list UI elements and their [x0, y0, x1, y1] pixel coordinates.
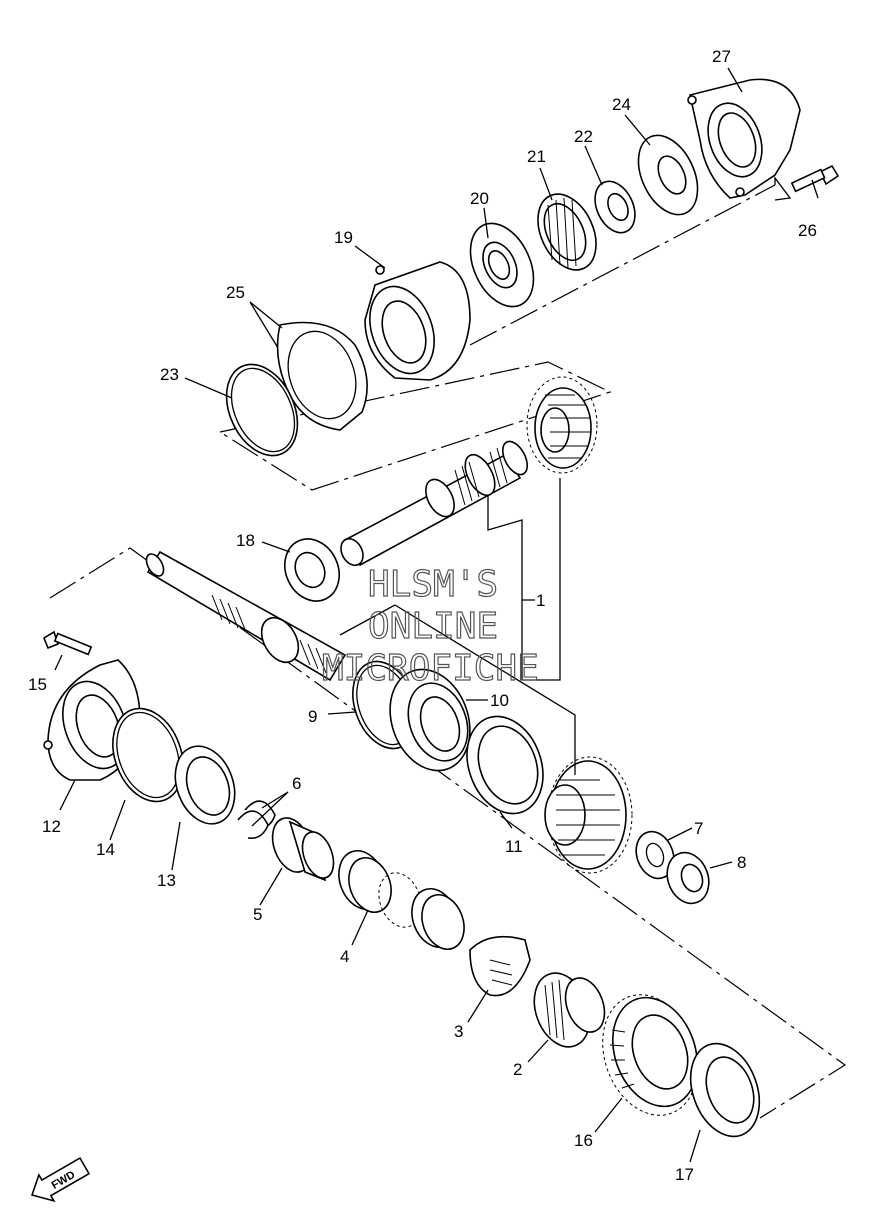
label-26: 26 — [798, 221, 817, 240]
part-18-bearing — [284, 538, 340, 602]
part-19-case — [364, 261, 471, 381]
part-27-housing — [687, 78, 801, 199]
part-2-hub — [533, 972, 606, 1048]
part-5-collar — [271, 817, 335, 882]
part-4-springs — [338, 850, 465, 950]
lower-bevel-gear — [544, 756, 633, 874]
upper-bevel-gear — [526, 376, 598, 474]
label-12: 12 — [42, 817, 61, 836]
label-1: 1 — [536, 591, 545, 610]
part-25-gasket — [276, 321, 368, 431]
label-23: 23 — [160, 365, 179, 384]
label-17: 17 — [675, 1165, 694, 1184]
part-20-bearing — [469, 222, 535, 308]
label-6: 6 — [292, 774, 301, 793]
part-22-nut — [594, 180, 636, 234]
label-14: 14 — [96, 840, 115, 859]
leader-lines — [54, 67, 819, 1163]
label-5: 5 — [253, 905, 262, 924]
label-25: 25 — [226, 283, 245, 302]
label-11: 11 — [505, 837, 523, 856]
label-16: 16 — [574, 1131, 593, 1150]
label-10: 10 — [490, 691, 509, 710]
label-18: 18 — [236, 531, 255, 550]
part-11-race — [466, 715, 544, 815]
part-labels: 27 26 24 22 21 20 19 25 23 18 1 15 9 10 … — [28, 47, 817, 1184]
lower-shaft — [145, 550, 347, 682]
part-6-circlips — [237, 800, 276, 840]
label-13: 13 — [157, 871, 176, 890]
part-23-oring — [225, 363, 299, 457]
label-2: 2 — [513, 1060, 522, 1079]
part-17-seal — [689, 1042, 761, 1138]
part-24-seal — [637, 134, 699, 216]
watermark-line-1: HLSM'S — [368, 564, 498, 605]
upper-assembly-frame — [219, 176, 792, 491]
label-8: 8 — [737, 853, 746, 872]
label-9: 9 — [308, 707, 317, 726]
part-7-washer — [635, 830, 675, 880]
watermark-line-3: MICROFICHE — [322, 648, 539, 689]
label-27: 27 — [712, 47, 731, 66]
watermark-line-2: ONLINE — [368, 606, 498, 647]
part-14-oring — [112, 707, 184, 803]
part-15-bolt — [43, 630, 93, 656]
label-7: 7 — [694, 819, 703, 838]
label-4: 4 — [340, 947, 349, 966]
part-16-ring-gear — [602, 994, 698, 1116]
label-21: 21 — [527, 147, 546, 166]
label-22: 22 — [574, 127, 593, 146]
label-15: 15 — [28, 675, 47, 694]
label-24: 24 — [612, 95, 631, 114]
part-13-race — [174, 745, 236, 825]
label-3: 3 — [454, 1022, 463, 1041]
part-1-upper-shaft — [340, 440, 529, 567]
part-26-bolt — [790, 164, 840, 193]
lower-assembly-frame — [49, 547, 847, 1119]
part-8-nut — [666, 851, 710, 905]
part-3-clutch — [469, 935, 531, 997]
label-20: 20 — [470, 189, 489, 208]
watermark: HLSM'S ONLINE MICROFICHE — [321, 563, 539, 689]
part-10-bearing — [389, 668, 471, 772]
label-19: 19 — [334, 228, 353, 247]
fwd-badge: FWD — [30, 1156, 91, 1203]
